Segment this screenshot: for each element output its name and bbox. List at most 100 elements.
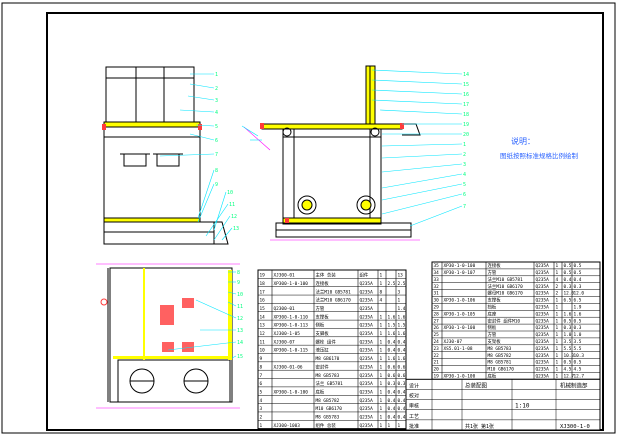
table-cell: 1 (556, 367, 559, 373)
scale: 1:10 (515, 403, 530, 410)
table-cell: Q235A (360, 314, 374, 320)
note-body: 图纸按照标准规格比例绘制 (500, 152, 578, 160)
table-cell: 3 (398, 289, 401, 295)
table-cell: 35 (434, 263, 440, 269)
table-cell: 1 (380, 331, 383, 337)
table-cell: 1 (380, 415, 383, 421)
table-cell: 0.4 (388, 389, 396, 395)
table-cell: 密封件 组件M10 (488, 317, 521, 324)
table-cell: 4 (556, 277, 559, 283)
table-cell: 25 (434, 332, 440, 338)
side-view (260, 65, 421, 238)
table-cell: 0.5 (574, 360, 582, 366)
table-cell: 0.4 (388, 415, 396, 421)
balloon-number: 4 (215, 110, 218, 116)
table-cell: 组件 (360, 272, 369, 279)
table-cell: 22 (434, 353, 440, 359)
dimension-lines (96, 126, 420, 409)
table-cell: 15 (260, 306, 266, 312)
table-cell: 12.0 (564, 291, 575, 297)
sign-label: 工艺 (409, 414, 419, 420)
sign-label: 批准 (409, 423, 419, 430)
table-cell: 12 (260, 331, 266, 337)
balloon-number: 13 (237, 328, 243, 334)
table-cell: 0.3 (574, 325, 582, 331)
table-cell: 7 (260, 373, 263, 379)
table-cell: 0.4 (398, 339, 406, 345)
balloon-number: 4 (463, 172, 466, 178)
balloon-number: 16 (463, 92, 469, 98)
table-cell: XP300-1-0-113 (274, 323, 309, 329)
table-cell: 0.5 (574, 263, 582, 269)
table-cell: 0.4 (398, 406, 406, 412)
table-cell: 0.4 (388, 398, 396, 404)
table-cell: 24 (434, 339, 440, 345)
table-cell: 8 (260, 364, 263, 370)
table-cell: 1 (556, 270, 559, 276)
table-cell: Q235A (360, 389, 374, 395)
table-cell: 挡板 (488, 304, 497, 311)
table-cell: 1 (380, 339, 383, 345)
balloon-number: 2 (215, 86, 218, 92)
table-cell: Q235A (360, 406, 374, 412)
table-cell: Q235A (536, 353, 550, 359)
table-cell: 1 (380, 389, 383, 395)
table-cell: 1 (380, 373, 383, 379)
table-cell: 6.5 (574, 298, 582, 304)
table-cell: 1.6 (388, 356, 396, 362)
balloon-number: 3 (463, 162, 466, 168)
balloon-number: 1 (463, 142, 466, 148)
table-cell: M8 GB5781 (488, 360, 512, 366)
table-cell: 支脚板 (316, 330, 330, 337)
table-cell: 12.7 (564, 374, 575, 380)
table-cell: 5 (260, 389, 263, 395)
table-cell: 1 (556, 339, 559, 345)
table-cell: Q235A (536, 367, 550, 373)
table-cell: 1 (556, 263, 559, 269)
table-cell: 1.6 (564, 311, 572, 317)
table-cell: 18 (260, 281, 266, 287)
table-cell: 20 (434, 367, 440, 373)
table-cell: 0.4 (398, 389, 406, 395)
table-cell: 主体 总装 (316, 272, 337, 279)
table-cell: Q235A (536, 339, 550, 345)
table-cell: 3.5 (574, 339, 582, 345)
balloon-number: 19 (463, 122, 469, 128)
table-cell: XP30-1-0-105 (444, 311, 476, 317)
table-cell: Q235A (536, 311, 550, 317)
balloon-number: 6 (215, 138, 218, 144)
balloon-number: 12 (231, 214, 237, 220)
table-cell: 法兰M10 GB5781 (316, 288, 352, 295)
table-cell: 0.6 (388, 373, 396, 379)
table-cell: Q235A (536, 305, 550, 311)
table-cell: 底板 (488, 373, 497, 380)
table-cell: 1 (556, 332, 559, 338)
table-cell: XP300-1-0-100 (274, 389, 309, 395)
table-cell: 1.5 (388, 323, 396, 329)
balloon-number: 2 (463, 152, 466, 158)
table-cell: 1 (398, 298, 401, 304)
table-cell: 1.5 (398, 323, 406, 329)
table-cell: Q235A (536, 298, 550, 304)
table-cell: 34 (434, 270, 440, 276)
table-cell: 方管 (488, 331, 497, 338)
table-cell: 17 (260, 289, 266, 295)
table-cell: 0.6 (398, 373, 406, 379)
table-cell: 5.5 (574, 346, 582, 352)
balloon-labels: 1234567891011121314151617181920123456789… (215, 72, 469, 360)
unit-name: 机械制造部 (560, 381, 588, 389)
balloon-number: 11 (237, 304, 243, 310)
table-cell: 0.4 (388, 348, 396, 354)
sheet-number: 共1张 第1张 (465, 423, 494, 430)
table-cell: 10.3 (564, 353, 575, 359)
table-cell: 0.4 (564, 277, 572, 283)
table-cell: Q235A (536, 374, 550, 380)
table-cell: 1 (380, 348, 383, 354)
table-cell: 液压缸 (316, 347, 330, 354)
balloon-number: 8 (237, 270, 240, 276)
table-cell: 21 (434, 360, 440, 366)
table-cell: 0.4 (398, 398, 406, 404)
table-cell: 0.5 (574, 318, 582, 324)
